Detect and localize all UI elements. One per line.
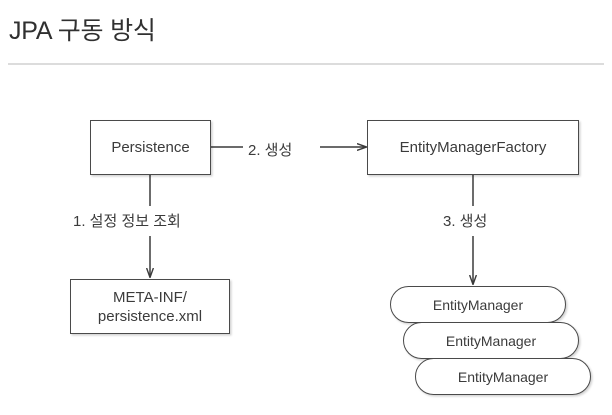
page-title: JPA 구동 방식 — [9, 17, 156, 45]
node-meta-inf-persistence-xml: META-INF/ persistence.xml — [70, 279, 230, 334]
node-entity-manager-2-label: EntityManager — [445, 332, 537, 349]
edge-label-step-2: 2. 생성 — [245, 139, 296, 160]
node-entity-manager-3: EntityManager — [415, 358, 591, 395]
node-entity-manager-1-label: EntityManager — [432, 296, 524, 313]
node-meta-inf-persistence-xml-label: META-INF/ persistence.xml — [97, 288, 203, 325]
node-entity-manager-factory-label: EntityManagerFactory — [399, 139, 547, 156]
node-entity-manager-3-label: EntityManager — [457, 368, 549, 385]
node-persistence: Persistence — [90, 120, 211, 175]
node-persistence-label: Persistence — [111, 139, 190, 156]
node-entity-manager-factory: EntityManagerFactory — [367, 120, 579, 175]
title-divider — [8, 63, 604, 65]
edge-label-step-3: 3. 생성 — [440, 210, 491, 231]
node-entity-manager-1: EntityManager — [390, 286, 566, 323]
edge-label-step-1: 1. 설정 정보 조회 — [70, 210, 184, 231]
node-entity-manager-2: EntityManager — [403, 322, 579, 359]
